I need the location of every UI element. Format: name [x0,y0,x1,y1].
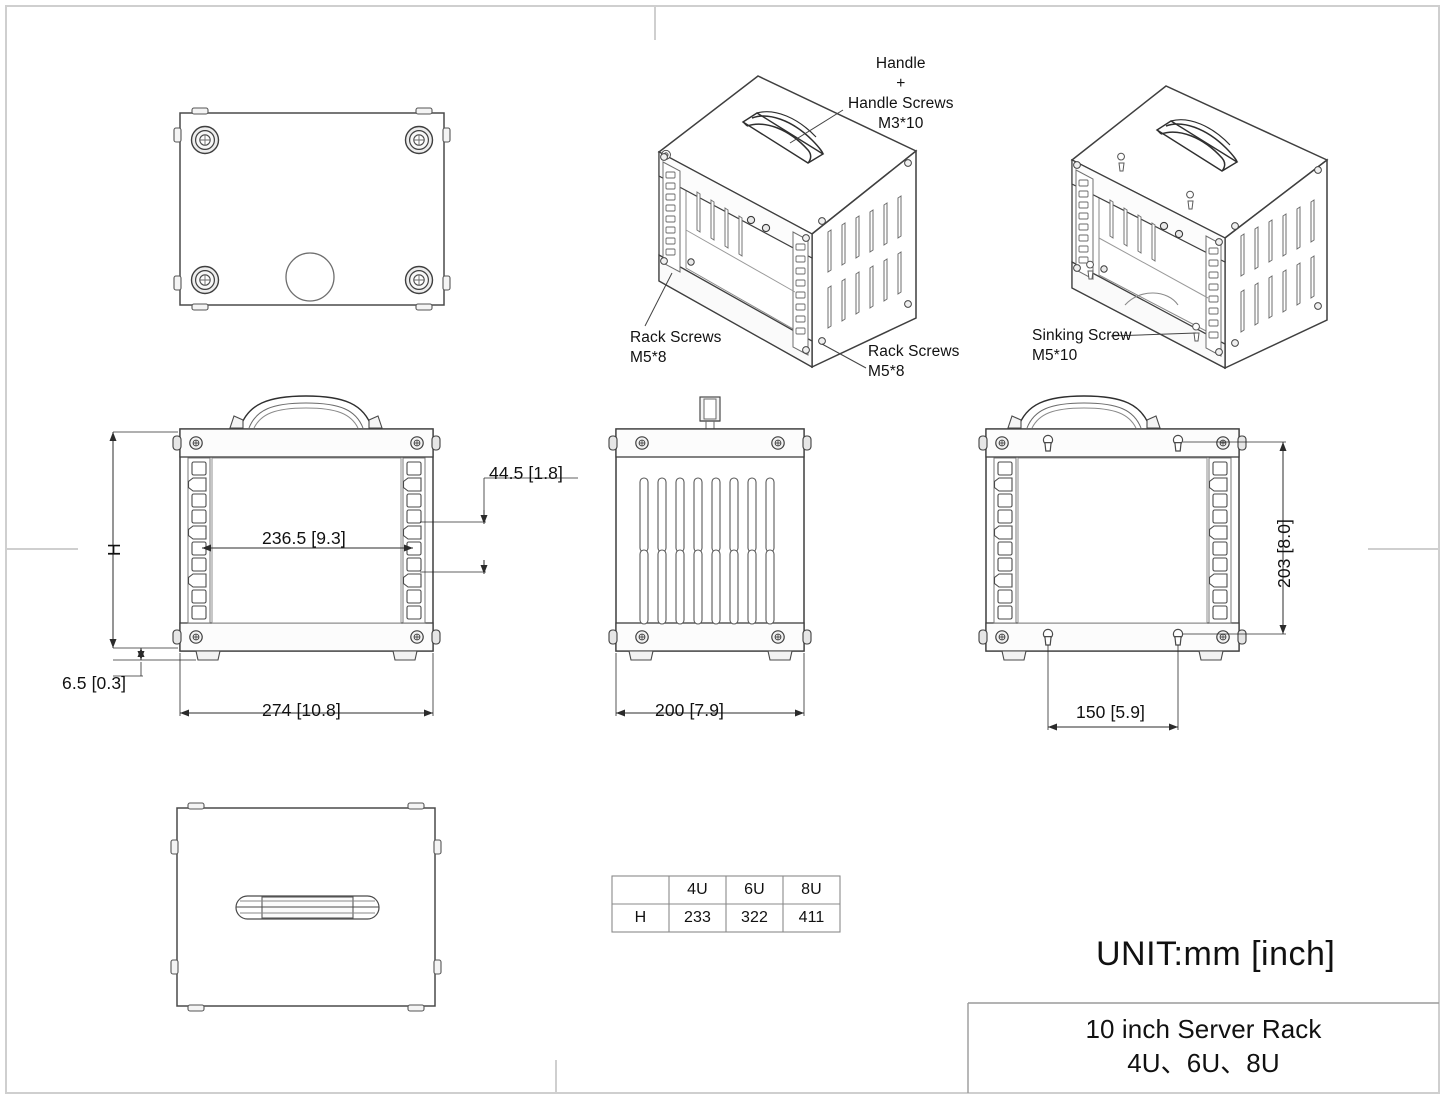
callout-handle-line2: + [848,74,954,94]
title-block: 10 inch Server Rack 4U、6U、8U [968,1012,1439,1080]
dimension-depth: 200 [7.9] [655,700,724,721]
top-view [171,803,441,1011]
dimension-height-symbol: H [104,543,125,556]
callout-rack-screws-right: Rack Screws M5*8 [868,342,960,382]
rubber-foot [192,267,219,294]
height-table-col-2: 8U [783,876,840,904]
title-line-1: 10 inch Server Rack [968,1012,1439,1046]
callout-handle: Handle + Handle Screws M3*10 [848,54,954,134]
height-table-cell-6u: 322 [726,904,783,932]
callout-rack-screws-left-line1: Rack Screws [630,328,722,348]
height-table: 4U 6U 8U H 233 322 411 [612,876,840,932]
callout-sinking-screw-line2: M5*10 [1032,346,1132,366]
dimension-foot-height: 6.5 [0.3] [62,673,126,694]
dimension-front-width: 274 [10.8] [262,700,341,721]
height-table-corner [612,876,669,904]
callout-handle-line1: Handle [848,54,954,74]
callout-rack-screws-right-line2: M5*8 [868,362,960,382]
title-line-2: 4U、6U、8U [968,1046,1439,1080]
dimension-u-pitch: 44.5 [1.8] [489,463,563,484]
height-table-cell-8u: 411 [783,904,840,932]
callout-sinking-screw: Sinking Screw M5*10 [1032,326,1132,366]
side-elevation-view [979,396,1246,660]
rubber-foot [192,127,219,154]
rubber-foot [406,127,433,154]
cable-pass-hole [286,253,334,301]
callout-rack-screws-right-line1: Rack Screws [868,342,960,362]
carry-handle [1008,396,1160,428]
top-connector [700,397,720,430]
height-table-cell-4u: 233 [669,904,726,932]
dimension-mount-hole-spacing-h: 150 [5.9] [1076,702,1145,723]
callout-sinking-screw-line1: Sinking Screw [1032,326,1132,346]
height-table-col-1: 6U [726,876,783,904]
rear-elevation-view [609,397,811,660]
height-table-row-label: H [612,904,669,932]
height-table-col-0: 4U [669,876,726,904]
callout-handle-line4: M3*10 [848,114,954,134]
rubber-foot [406,267,433,294]
callout-handle-line3: Handle Screws [848,94,954,114]
dimension-rail-width: 236.5 [9.3] [262,528,346,549]
unit-note: UNIT:mm [inch] [1096,935,1335,974]
dimension-mount-hole-spacing-v: 203 [8.0] [1274,519,1295,588]
bottom-view [174,108,450,310]
carry-handle [230,396,382,428]
height-table-row: H 233 322 411 [612,904,840,932]
carry-handle [236,896,379,919]
callout-rack-screws-left-line2: M5*8 [630,348,722,368]
callout-rack-screws-left: Rack Screws M5*8 [630,328,722,368]
